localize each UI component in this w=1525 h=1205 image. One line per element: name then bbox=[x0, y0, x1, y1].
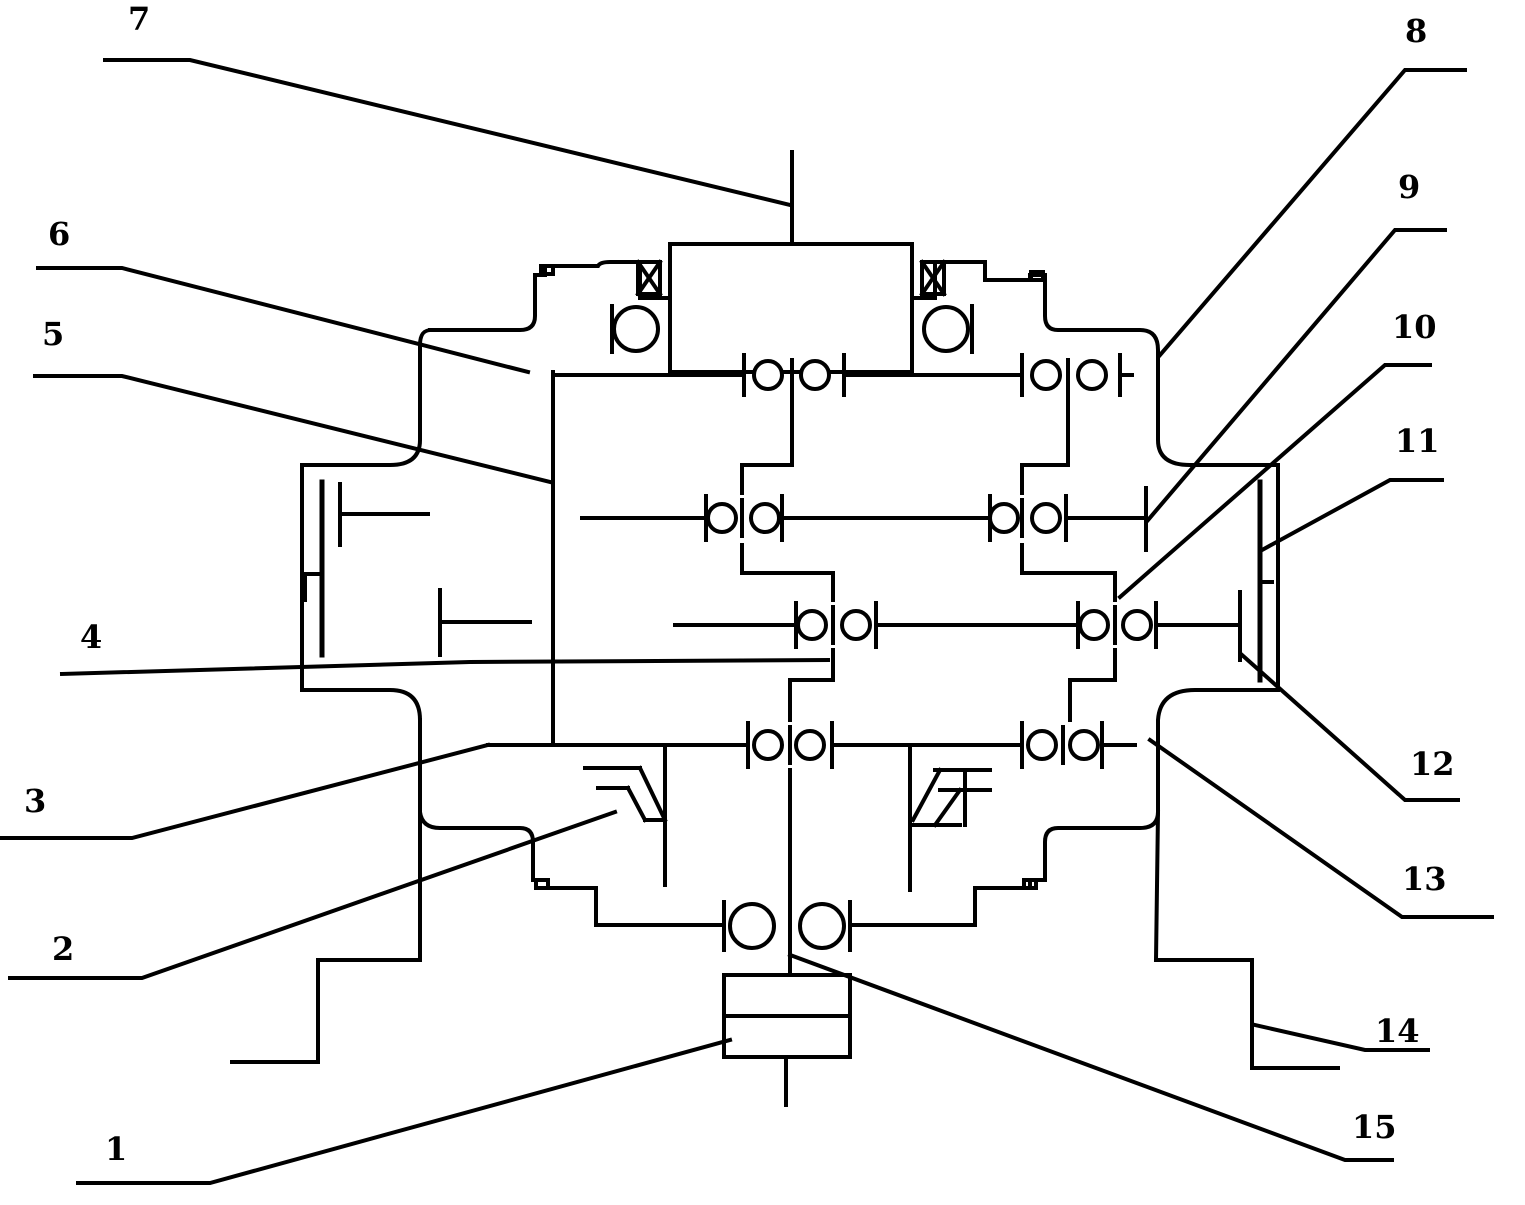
housing-outline bbox=[230, 260, 1340, 1070]
shaft-frame bbox=[486, 370, 1242, 1107]
right-gear-assembly bbox=[1144, 479, 1274, 683]
left-gear-assembly bbox=[303, 479, 532, 658]
part-labels: 7 8 9 6 5 10 11 4 12 3 13 2 14 1 15 bbox=[24, 0, 1455, 1168]
label-13: 13 bbox=[1402, 860, 1447, 898]
label-11: 11 bbox=[1395, 422, 1440, 460]
label-10: 10 bbox=[1392, 308, 1437, 346]
label-6: 6 bbox=[48, 215, 70, 253]
label-12: 12 bbox=[1410, 745, 1455, 783]
label-3: 3 bbox=[24, 782, 46, 820]
label-9: 9 bbox=[1398, 168, 1420, 206]
input-coupling bbox=[539, 150, 1045, 374]
label-4: 4 bbox=[80, 618, 102, 656]
label-2: 2 bbox=[52, 930, 74, 968]
label-7: 7 bbox=[128, 0, 150, 38]
output-coupling bbox=[722, 973, 852, 1059]
leader-lines bbox=[0, 58, 1494, 1185]
lower-clutch-elements bbox=[583, 743, 992, 892]
label-5: 5 bbox=[42, 315, 64, 353]
label-8: 8 bbox=[1405, 12, 1427, 50]
label-14: 14 bbox=[1375, 1012, 1420, 1050]
label-15: 15 bbox=[1352, 1108, 1397, 1146]
label-1: 1 bbox=[105, 1130, 127, 1168]
bearing-pairs bbox=[534, 353, 1158, 952]
